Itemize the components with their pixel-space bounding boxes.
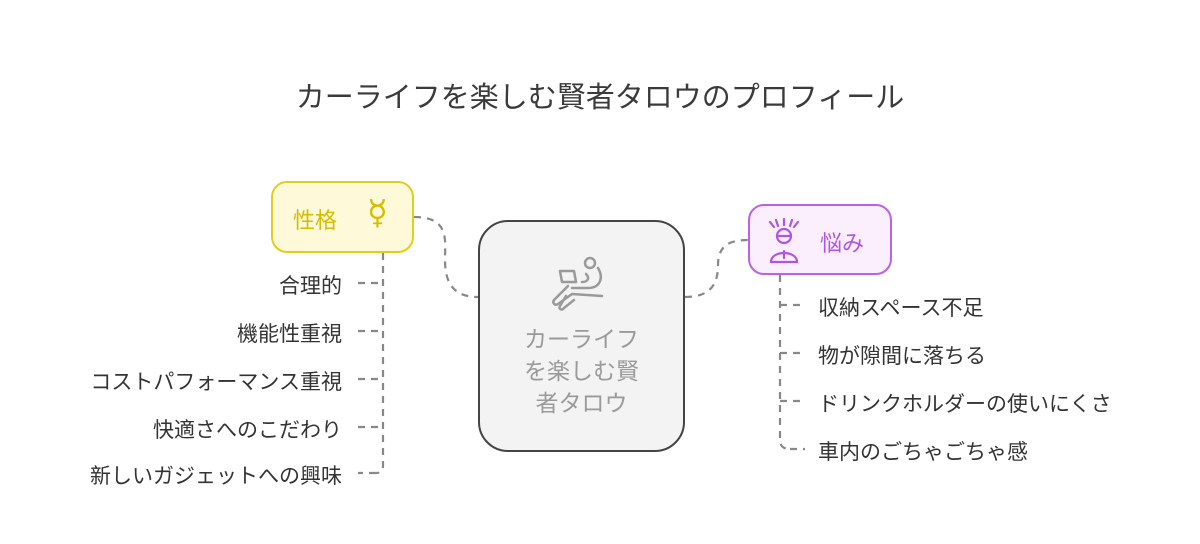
connector-worries: [684, 238, 749, 299]
worries-trunk: [778, 275, 791, 451]
personality-item: 合理的: [279, 274, 342, 298]
personality-trunk: [375, 253, 385, 475]
personality-item: 新しいガジェットへの興味: [90, 464, 342, 488]
worries-label: 悩み: [820, 232, 865, 257]
diagram-title: カーライフを楽しむ賢者タロウのプロフィール: [295, 80, 905, 114]
stressed-person-icon: [768, 218, 800, 264]
personality-node[interactable]: 性格 ☿: [271, 181, 414, 253]
connector-personality: [413, 215, 479, 299]
worries-item: 収納スペース不足: [818, 296, 984, 320]
mercury-symbol-icon: ☿: [367, 193, 388, 233]
central-line-3: 者タロウ: [535, 391, 628, 417]
worries-node[interactable]: 悩み: [748, 204, 892, 275]
worries-item: ドリンクホルダーの使いにくさ: [818, 392, 1112, 416]
personality-item: コストパフォーマンス重視: [90, 370, 342, 394]
personality-label: 性格: [293, 209, 338, 234]
central-line-2: を楽しむ賢: [524, 359, 639, 385]
worries-item: 物が隙間に落ちる: [818, 344, 986, 368]
worries-item: 車内のごちゃごちゃ感: [818, 440, 1028, 464]
personality-item: 快適さへのこだわり: [153, 418, 342, 442]
personality-item: 機能性重視: [237, 322, 342, 346]
person-reclining-laptop-icon: [552, 256, 604, 311]
central-node[interactable]: カーライフ を楽しむ賢 者タロウ: [478, 220, 685, 452]
central-line-1: カーライフ: [524, 327, 639, 353]
